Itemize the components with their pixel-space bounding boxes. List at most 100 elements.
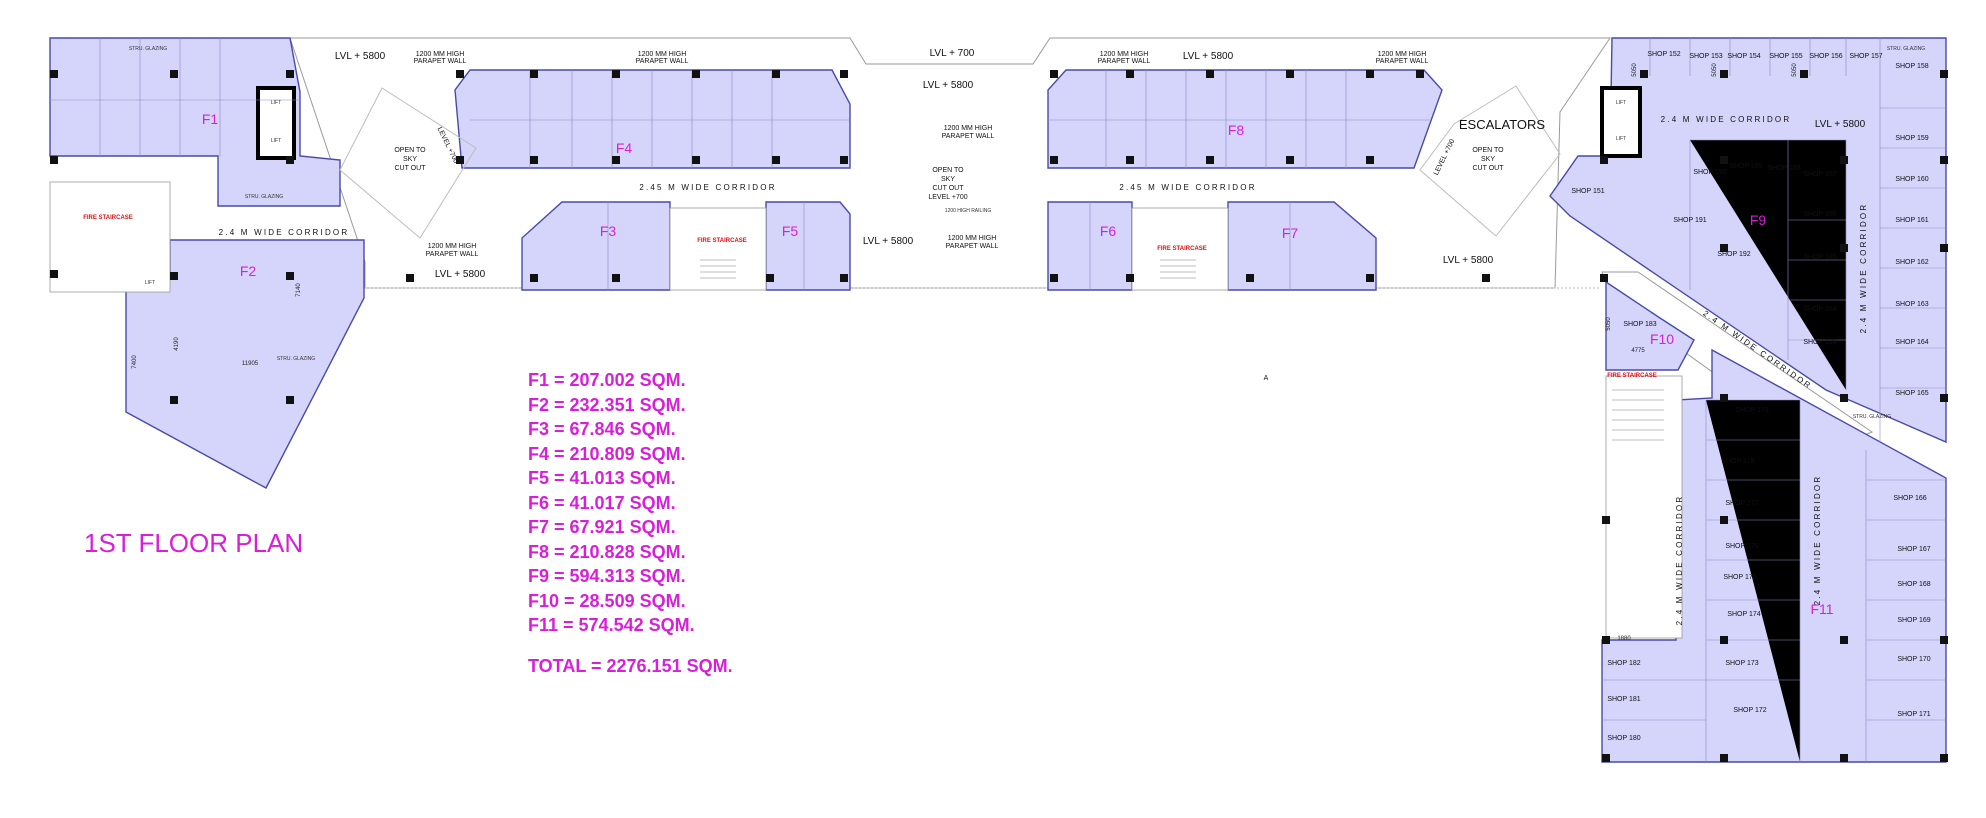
shop-label: SHOP 183 [1623,321,1656,328]
area-row: F2 = 232.351 SQM. [528,394,686,415]
zone-f9 [1549,37,1947,444]
zone-label-f2: F2 [240,263,257,279]
lift-label: LIFT [145,280,155,286]
service-core-right [1605,375,1683,639]
shop-label: SHOP 168 [1897,581,1930,588]
shop-label: SHOP 176 [1725,543,1758,550]
parapet-label: PARAPET WALL [426,251,479,258]
open-sky-label: OPEN TO [1472,147,1504,154]
area-row: F10 = 28.509 SQM. [528,590,686,611]
parapet-label: PARAPET WALL [414,58,467,65]
lift-label: LIFT [271,100,281,106]
zone-f10 [1605,280,1695,371]
parapet-label: 1200 MM HIGH [1100,51,1149,58]
shop-label: SHOP 155 [1769,53,1802,60]
shop-label: SHOP 190 [1693,169,1726,176]
dimension-label: 1880 [1617,636,1631,642]
shop-label: SHOP 159 [1895,135,1928,142]
dimension-label: 5050 [1792,63,1798,77]
parapet-label: PARAPET WALL [1098,58,1151,65]
open-sky-label: CUT OUT [933,185,965,192]
point-a-label: A [1264,375,1269,382]
corridor-label: 2.4 M WIDE CORRIDOR [1859,203,1868,334]
shop-label: SHOP 189 [1729,163,1762,170]
shop-label: SHOP 167 [1897,546,1930,553]
lift-label: LIFT [271,138,281,144]
shop-label: SHOP 172 [1733,707,1766,714]
lift-label: LIFT [1616,100,1626,106]
shop-label: SHOP 158 [1895,63,1928,70]
area-row: F7 = 67.921 SQM. [528,517,676,537]
dimension-label: 5050 [1632,63,1638,77]
parapet-label: 1200 MM HIGH [948,235,997,242]
shop-label: SHOP 192 [1717,251,1750,258]
shop-label: SHOP 181 [1607,696,1640,703]
level-label: LVL + 5800 [435,269,486,280]
stair-treads [700,259,1664,441]
shop-label: SHOP 171 [1897,711,1930,718]
area-row: F4 = 210.809 SQM. [528,443,686,464]
area-row: F9 = 594.313 SQM. [528,566,686,586]
shop-label: SHOP 164 [1895,339,1928,346]
open-sky-label: LEVEL +700 [928,194,967,201]
fire-staircase-label: FIRE STAIRCASE [697,238,747,244]
dimension-label: 4190 [174,337,180,351]
shop-label: SHOP 162 [1895,259,1928,266]
zone-f5 [765,201,851,291]
shop-label: SHOP 178 [1721,458,1754,465]
open-sky-label: CUT OUT [1473,165,1505,172]
zone-label-f10: F10 [1650,331,1674,347]
zone-label-f3: F3 [600,223,617,239]
level-label: LVL + 5800 [1815,119,1866,130]
shop-label: SHOP 179 [1735,407,1768,414]
shop-label: SHOP 185 [1803,254,1836,261]
shop-label: SHOP 180 [1607,735,1640,742]
shop-label: SHOP 165 [1895,390,1928,397]
area-row: F1 = 207.002 SQM. [528,370,686,390]
lift-label: LIFT [1616,136,1626,142]
plan-title: 1ST FLOOR PLAN [84,528,304,558]
sky-cutout-left [339,87,477,239]
service-core-left [49,181,171,293]
area-row: F8 = 210.828 SQM. [528,541,686,562]
corridor-label: 2.45 M WIDE CORRIDOR [639,183,776,192]
lift-f1 [256,86,296,160]
zone-label-f4: F4 [616,140,633,156]
parapet-label: 1200 MM HIGH [944,125,993,132]
zone-f4 [454,69,851,169]
level-label: LVL + 5800 [335,51,386,62]
structural-columns [50,70,1948,762]
zone-label-f1: F1 [202,111,219,127]
area-total: TOTAL = 2276.151 SQM. [528,655,733,676]
area-row: F5 = 41.013 SQM. [528,468,676,488]
dimension-label: 5050 [1606,317,1612,331]
shop-label: SHOP 161 [1895,217,1928,224]
shop-label: SHOP 191 [1673,217,1706,224]
corridor-label: 2.4 M WIDE CORRIDOR [219,228,350,237]
shop-label: SHOP 169 [1897,617,1930,624]
shop-label: SHOP 187 [1803,171,1836,178]
shop-label: SHOP 163 [1895,301,1928,308]
zone-f3 [521,201,671,291]
glazing-label: STRU. GLAZING [1887,46,1925,52]
service-core-centre-right [1131,207,1229,291]
shop-label: SHOP 154 [1727,53,1760,60]
shop-label: SHOP 184 [1803,306,1836,313]
shop-label: SHOP 157 [1849,53,1882,60]
shop-label: SHOP 183 [1803,339,1836,346]
dimension-label: 11905 [242,361,259,367]
level-label: LVL + 700 [930,48,975,59]
lift-f9 [1600,86,1642,158]
open-sky-label: SKY [1481,156,1495,163]
dimension-label: 4775 [1631,348,1645,354]
zone-label-f6: F6 [1100,223,1117,239]
level-label: LVL + 5800 [923,80,974,91]
glazing-label: STRU. GLAZING [129,46,167,52]
shop-label: SHOP 186 [1803,211,1836,218]
zone-f8 [1047,69,1443,169]
shop-label: SHOP 173 [1725,660,1758,667]
glazing-label: STRU. GLAZING [1853,414,1891,420]
glazing-label: STRU. GLAZING [245,194,283,200]
dimension-label: 7400 [132,355,138,369]
